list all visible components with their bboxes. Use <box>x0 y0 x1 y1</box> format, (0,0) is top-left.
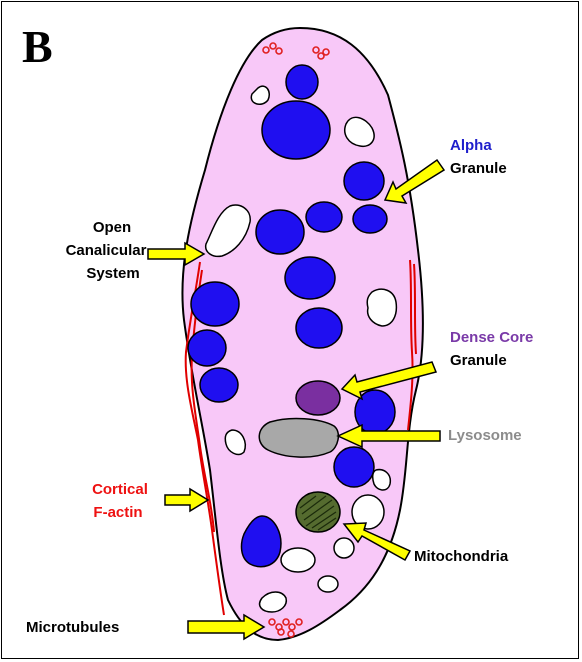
alpha-granule <box>344 162 384 200</box>
label-dense-granule: Granule <box>450 352 507 369</box>
alpha-granule <box>286 65 318 99</box>
label-lysosome: Lysosome <box>448 427 522 444</box>
label-alpha: Alpha <box>450 137 492 154</box>
panel-letter: B <box>22 21 53 72</box>
lysosome <box>259 419 338 458</box>
ocs-vacuole <box>281 548 315 572</box>
label-microtubules: Microtubules <box>26 619 119 636</box>
label-ocs-canalicular: Canalicular <box>66 242 147 259</box>
alpha-granule <box>262 101 330 159</box>
alpha-granule <box>306 202 342 232</box>
alpha-granule <box>256 210 304 254</box>
label-cortical: Cortical <box>92 481 148 498</box>
alpha-granule <box>353 205 387 233</box>
label-ocs-open: Open <box>93 219 131 236</box>
ocs-vacuole <box>318 576 338 592</box>
ocs-vacuole <box>367 289 396 326</box>
alpha-granule <box>296 308 342 348</box>
mitochondria <box>296 492 340 532</box>
label-f-actin: F-actin <box>93 504 142 521</box>
ocs-vacuole <box>373 470 391 490</box>
alpha-granule <box>285 257 335 299</box>
alpha-granule <box>200 368 238 402</box>
dense-core-granule <box>296 381 340 415</box>
alpha-granule <box>191 282 239 326</box>
label-ocs-system: System <box>86 265 139 282</box>
alpha-granule <box>188 330 226 366</box>
label-alpha-granule: Granule <box>450 160 507 177</box>
label-mitochondria: Mitochondria <box>414 548 509 565</box>
alpha-granule <box>334 447 374 487</box>
label-dense-core: Dense Core <box>450 329 533 346</box>
ocs-vacuole <box>334 538 354 558</box>
yellow-arrow-icon <box>165 489 208 511</box>
